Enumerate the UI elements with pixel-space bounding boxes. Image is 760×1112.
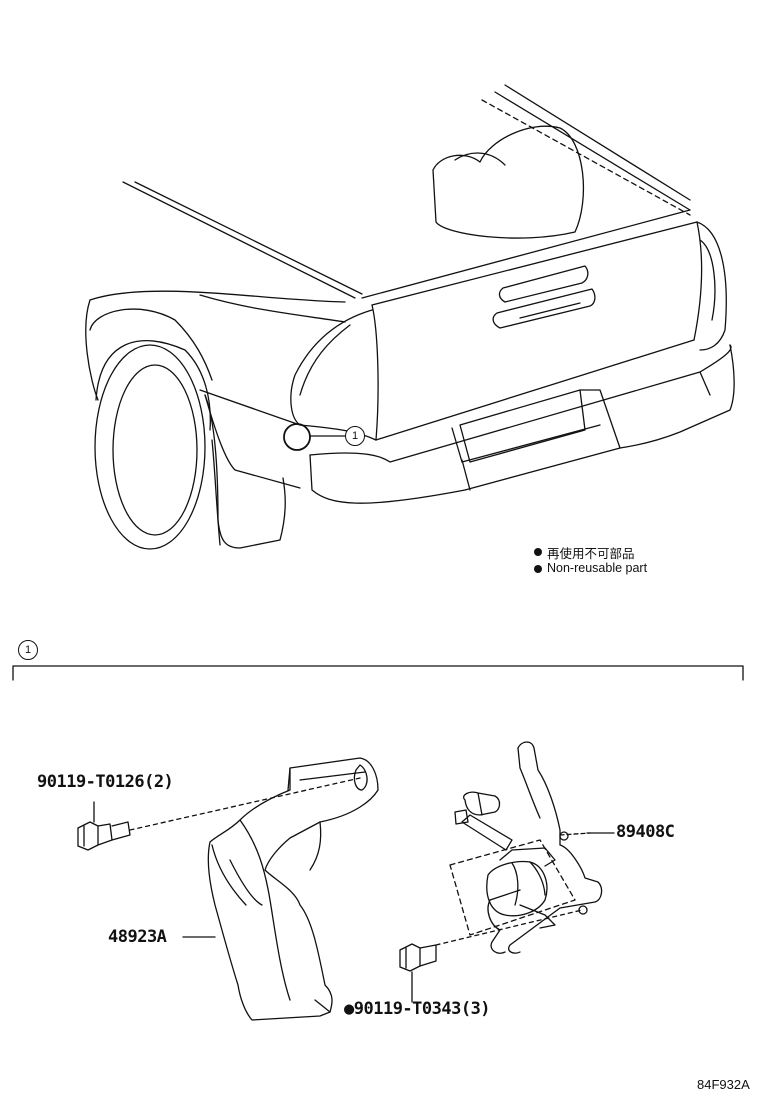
non-reusable-marker: ● xyxy=(344,999,354,1019)
lower-bolt-part xyxy=(399,943,437,1003)
legend-english: Non-reusable part xyxy=(547,561,648,575)
detail-frame xyxy=(12,665,744,681)
diagram-code: 84F932A xyxy=(697,1077,750,1092)
part-label-mudguard[interactable]: 48923A xyxy=(108,927,167,947)
height-sensor-part xyxy=(435,741,615,954)
legend-bullet-en xyxy=(534,565,542,573)
mudguard-part xyxy=(207,757,379,1021)
callout-1-upper[interactable]: 1 xyxy=(345,426,365,446)
part-number-lower-bolt: 90119-T0343(3) xyxy=(353,999,491,1019)
legend-bullet-ja xyxy=(534,548,542,556)
part-label-upper-bolt[interactable]: 90119-T0126(2) xyxy=(37,772,174,792)
part-label-lower-bolt[interactable]: ●90119-T0343(3) xyxy=(344,999,491,1019)
part-label-sensor[interactable]: 89408C xyxy=(616,822,675,842)
upper-bolt-part xyxy=(77,777,361,851)
legend-japanese: 再使用不可部品 xyxy=(547,547,635,561)
truck-rear-view xyxy=(85,84,735,550)
callout-1-detail: 1 xyxy=(18,640,38,660)
